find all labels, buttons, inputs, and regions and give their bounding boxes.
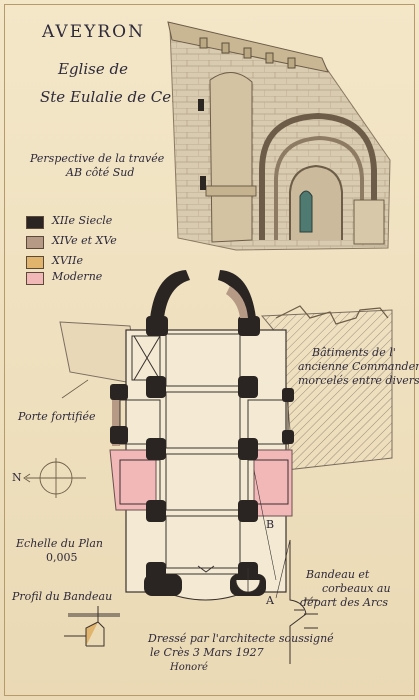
- perspective-caption-line2: AB côté Sud: [66, 166, 135, 179]
- point-a-label: A: [266, 594, 274, 607]
- region-title: AVEYRON: [42, 22, 145, 42]
- perspective-view: [167, 21, 391, 251]
- legend-swatch-xvii: [26, 256, 44, 269]
- bandeau-line1: Bandeau et: [306, 568, 370, 581]
- north-arrow-symbol: [23, 458, 86, 498]
- wall-outline-top: [275, 305, 389, 325]
- bandeau-line3: départ des Arcs: [300, 596, 389, 609]
- echelle-value: 0,005: [46, 551, 78, 564]
- bandeau-profile: [64, 606, 120, 647]
- legend-label-xiv: XIVe et XVe: [52, 234, 117, 247]
- sheet-border: [4, 4, 415, 696]
- profil-label: Profil du Bandeau: [12, 590, 113, 603]
- corbel-profile: [289, 540, 318, 664]
- church-title-line1: Eglise de: [58, 60, 128, 78]
- batiments-line3: morcelés entre divers: [298, 374, 419, 387]
- architect-signature: Honoré: [170, 662, 208, 673]
- legend-label-xvii: XVIIe: [52, 254, 83, 267]
- batiments-line2: ancienne Commanderie: [298, 360, 419, 373]
- porte-pointer: [61, 379, 89, 399]
- legend-label-xii: XIIe Siecle: [52, 214, 113, 227]
- legend-swatch-xiv: [26, 236, 44, 249]
- church-title-line2: Ste Eulalie de Cernon: [40, 88, 207, 106]
- legend-label-moderne: Moderne: [52, 270, 103, 283]
- point-b-label: B: [266, 518, 275, 531]
- north-label: N: [12, 471, 22, 484]
- credit-line2: le Crès 3 Mars 1927: [150, 646, 264, 659]
- credit-line1: Dressé par l'architecte soussigné: [148, 632, 334, 645]
- legend-swatch-xii: [26, 216, 44, 229]
- echelle-label: Echelle du Plan: [16, 537, 104, 550]
- bandeau-line2: corbeaux au: [322, 582, 391, 595]
- perspective-caption-line1: Perspective de la travée: [30, 152, 165, 165]
- church-plan: [109, 270, 294, 601]
- legend-swatch-moderne: [26, 272, 44, 285]
- porte-fortifiee-label: Porte fortifiée: [18, 410, 96, 423]
- batiments-line1: Bâtiments de l': [312, 346, 396, 359]
